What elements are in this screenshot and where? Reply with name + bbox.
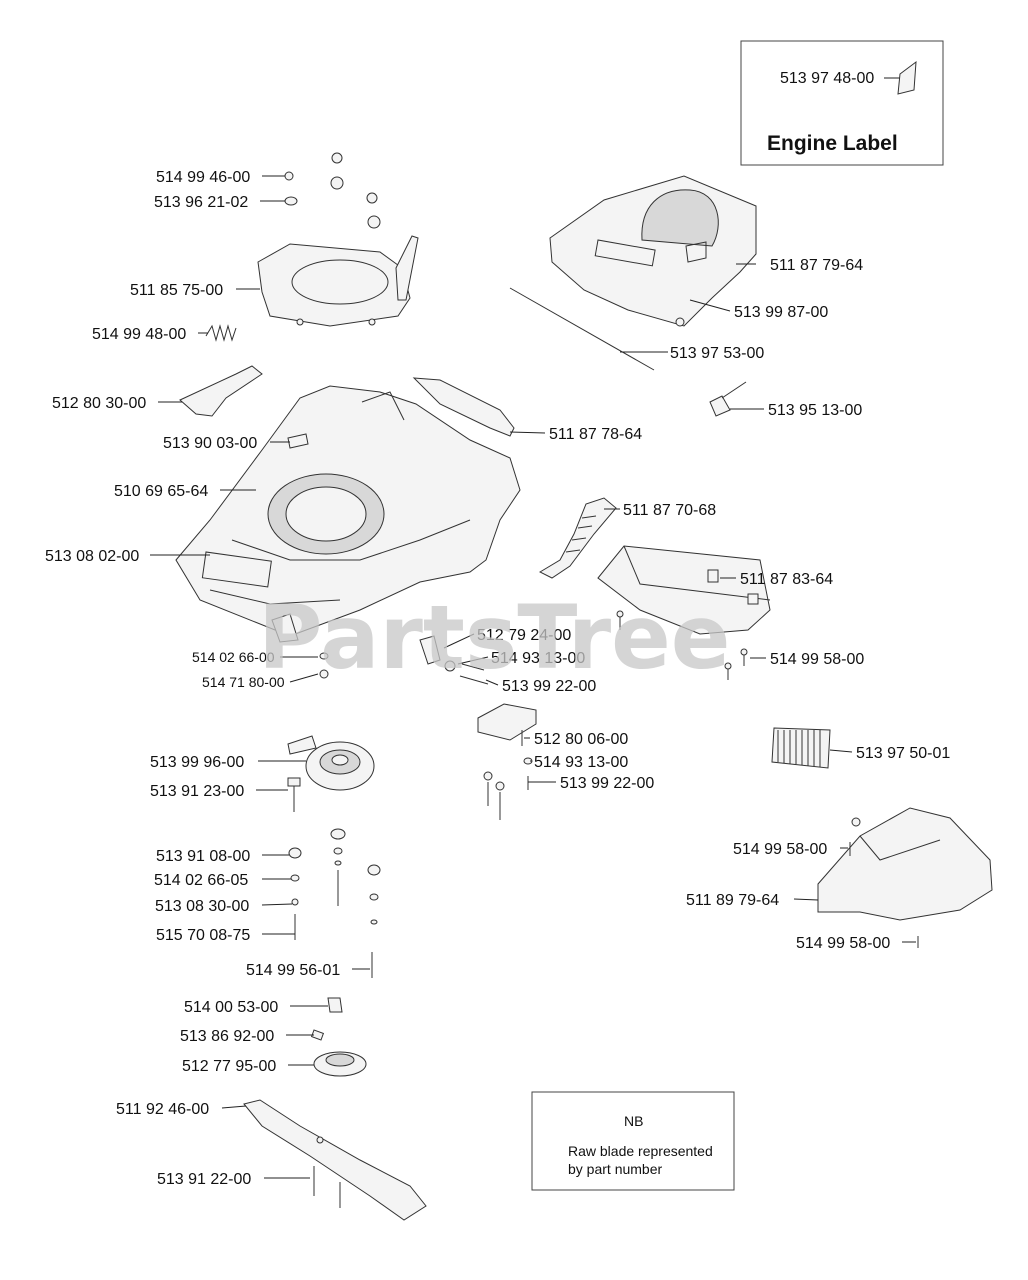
leader-lines: [150, 175, 916, 1179]
bolt-part: [287, 777, 301, 812]
callout-label[interactable]: 514 02 66-00: [192, 649, 275, 665]
engine-label-box: 513 97 48-00 Engine Label: [740, 40, 944, 166]
callout-label[interactable]: 513 08 02-00: [45, 548, 139, 565]
callout-label[interactable]: 513 95 13-00: [768, 402, 862, 419]
callout-label[interactable]: 514 99 58-00: [796, 935, 890, 952]
callout-label[interactable]: 515 70 08-75: [156, 927, 250, 944]
callout-label[interactable]: 511 87 83-64: [740, 571, 833, 588]
callout-label[interactable]: 513 08 30-00: [155, 898, 249, 915]
chute-screws-part: [849, 842, 919, 948]
callout-label[interactable]: 512 80 06-00: [534, 731, 628, 748]
callout-label[interactable]: 513 99 87-00: [734, 304, 828, 321]
blade-bolts-part: [313, 1166, 341, 1208]
callout-label[interactable]: 511 89 79-64: [686, 892, 779, 909]
callout-label[interactable]: 511 87 78-64: [549, 426, 642, 443]
spring-part: [205, 324, 237, 342]
callout-label[interactable]: 513 99 22-00: [560, 775, 654, 792]
note-line-1: Raw blade represented: [568, 1143, 713, 1159]
callout-label[interactable]: 512 77 95-00: [182, 1058, 276, 1075]
callout-label[interactable]: 514 99 46-00: [156, 169, 250, 186]
key-part: [327, 997, 343, 1013]
grip-part: [538, 497, 617, 579]
mower-deck-part: [175, 385, 521, 643]
comb-part: [771, 727, 831, 769]
blade-part: [243, 1099, 427, 1221]
engine-label-sticker-icon: [897, 60, 917, 95]
callout-label[interactable]: 514 93 13-00: [491, 650, 585, 667]
deck-washers-part: [319, 652, 329, 679]
small-bracket-part: [419, 635, 489, 685]
deflector-bracket-part: [179, 365, 263, 417]
pulley-part: [313, 1051, 367, 1077]
tray-part: [597, 545, 771, 635]
note-heading: NB: [624, 1113, 643, 1129]
engine-label-part-number[interactable]: 513 97 48-00: [780, 70, 874, 87]
callout-label[interactable]: 514 00 53-00: [184, 999, 278, 1016]
callout-label[interactable]: 511 87 79-64: [770, 257, 863, 274]
engine-label-title: Engine Label: [767, 132, 898, 155]
tray-screws-part: [616, 610, 748, 680]
callout-label[interactable]: 514 99 58-00: [733, 841, 827, 858]
callout-label[interactable]: 513 91 08-00: [156, 848, 250, 865]
watermark: PartsTree: [258, 586, 730, 689]
callout-label[interactable]: 512 79 24-00: [477, 627, 571, 644]
callout-label[interactable]: 514 99 58-00: [770, 651, 864, 668]
callout-label[interactable]: 514 99 56-01: [246, 962, 340, 979]
rod-part: [509, 287, 655, 371]
clutch-part: [287, 735, 375, 791]
callout-label[interactable]: 513 96 21-02: [154, 194, 248, 211]
callout-label[interactable]: 514 71 80-00: [202, 674, 285, 690]
chute-part: [817, 807, 993, 921]
callout-label[interactable]: 513 91 23-00: [150, 783, 244, 800]
spindle-hardware-part: [288, 828, 381, 978]
set-screw-part: [310, 1029, 325, 1041]
callout-label[interactable]: 513 99 96-00: [150, 754, 244, 771]
callout-label[interactable]: 514 02 66-05: [154, 872, 248, 889]
rear-flap-part: [549, 175, 757, 327]
callout-label[interactable]: 510 69 65-64: [114, 483, 208, 500]
callout-label[interactable]: 513 97 50-01: [856, 745, 950, 762]
callout-label[interactable]: 513 86 92-00: [180, 1028, 274, 1045]
callout-label[interactable]: 513 91 22-00: [157, 1171, 251, 1188]
brush-strip-part: [709, 381, 747, 417]
handle-bracket-part: [257, 235, 419, 327]
callout-label[interactable]: 513 97 53-00: [670, 345, 764, 362]
note-line-2: by part number: [568, 1161, 662, 1177]
callout-label[interactable]: 511 85 75-00: [130, 282, 223, 299]
callout-label[interactable]: 513 90 03-00: [163, 435, 257, 452]
callout-label[interactable]: 511 92 46-00: [116, 1101, 209, 1118]
mount-plate-part: [477, 703, 537, 820]
callout-label[interactable]: 513 99 22-00: [502, 678, 596, 695]
callout-label[interactable]: 512 80 30-00: [52, 395, 146, 412]
callout-label[interactable]: 511 87 70-68: [623, 502, 716, 519]
callout-label[interactable]: 514 99 48-00: [92, 326, 186, 343]
callout-labels: 514 99 46-00 513 96 21-02 511 85 75-00 5…: [45, 169, 950, 1188]
note-box: NB Raw blade represented by part number: [531, 1091, 735, 1191]
callout-label[interactable]: 514 93 13-00: [534, 754, 628, 771]
hardware-nuts-cluster: [284, 152, 381, 229]
